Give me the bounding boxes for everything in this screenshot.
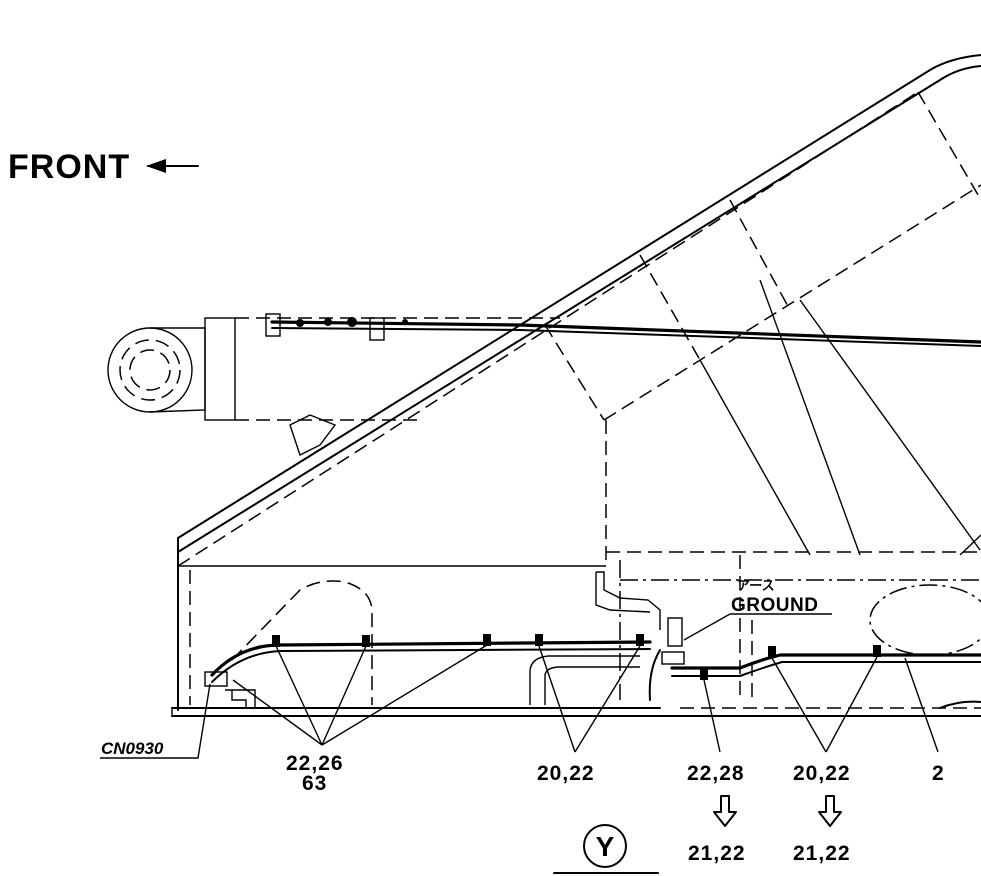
callout-22-28: 22,28 bbox=[687, 762, 745, 785]
callout-21-22-left: 21,22 bbox=[688, 842, 746, 865]
view-y-marker: Y bbox=[553, 824, 659, 874]
leader-lines bbox=[100, 613, 939, 759]
callout-22-26: 22,26 bbox=[286, 752, 344, 775]
lower-harness bbox=[204, 617, 981, 708]
callout-2: 2 bbox=[932, 762, 944, 785]
callout-21-22-right: 21,22 bbox=[793, 842, 851, 865]
front-arrow-icon bbox=[146, 159, 199, 173]
view-y-label: Y bbox=[596, 831, 615, 862]
connector-label: CN0930 bbox=[101, 739, 164, 758]
down-arrow-icon bbox=[818, 795, 842, 827]
inner-brackets bbox=[231, 560, 981, 705]
boom-cylinder bbox=[107, 317, 560, 456]
ground-label: GROUND bbox=[731, 595, 818, 616]
front-label: FRONT bbox=[8, 148, 130, 186]
callout-63: 63 bbox=[302, 772, 327, 795]
callout-20-22-left: 20,22 bbox=[537, 762, 595, 785]
ground-jp-label: アース bbox=[737, 578, 775, 593]
boom-structure bbox=[171, 54, 981, 717]
down-arrow-icon bbox=[713, 795, 737, 827]
callout-20-22-right: 20,22 bbox=[793, 762, 851, 785]
upper-harness bbox=[265, 313, 981, 347]
